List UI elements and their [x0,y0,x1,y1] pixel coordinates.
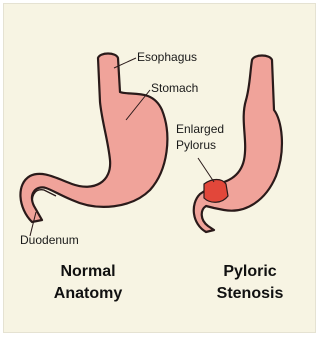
pylorus-label-line2: Pylorus [176,139,216,152]
enlarged-pylorus-ring [204,180,228,203]
stomach-label: Stomach [151,82,198,95]
stenosis-caption-line2: Stenosis [200,284,300,304]
esophagus-label: Esophagus [137,51,197,64]
stenosis-caption-line1: Pyloric [200,262,300,282]
normal-stomach-shape [20,54,167,223]
normal-caption-line2: Anatomy [38,284,138,304]
enlarged-label-line1: Enlarged [176,123,224,136]
duodenum-label: Duodenum [20,234,79,247]
pylorus-leader [198,158,214,182]
duodenum-tube [32,190,56,206]
normal-stomach [20,54,167,237]
normal-caption-line1: Normal [38,262,138,282]
